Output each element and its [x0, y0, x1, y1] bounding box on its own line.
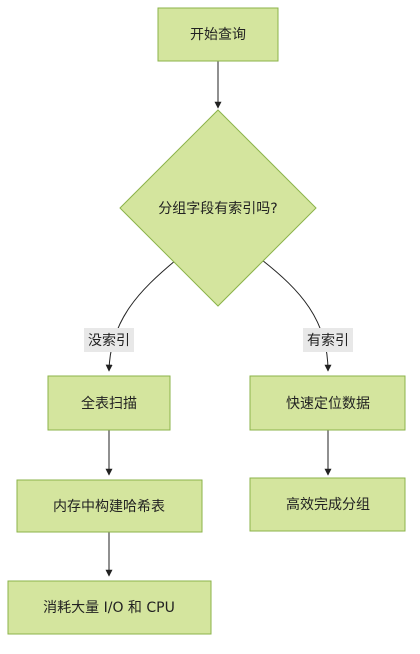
node-efficient-group-label: 高效完成分组 [286, 496, 370, 513]
node-full-scan-label: 全表扫描 [81, 395, 137, 412]
edge-decision-to-fast-locate [261, 259, 332, 372]
edge-label-no-index: 没索引 [84, 328, 134, 352]
node-decision-label: 分组字段有索引吗? [158, 200, 277, 217]
node-build-hash-label: 内存中构建哈希表 [53, 499, 165, 515]
node-fast-locate: 快速定位数据 [249, 375, 406, 431]
node-io-cpu: 消耗大量 I/O 和 CPU [7, 580, 212, 635]
edge-label-has-index-text: 有索引 [307, 332, 349, 349]
edge-label-has-index: 有索引 [303, 328, 353, 352]
node-decision: 分组字段有索引吗? [119, 109, 317, 307]
node-full-scan: 全表扫描 [47, 375, 171, 431]
node-start: 开始查询 [157, 7, 279, 62]
node-io-cpu-label: 消耗大量 I/O 和 CPU [43, 600, 175, 616]
node-fast-locate-label: 快速定位数据 [286, 396, 370, 412]
edge-label-no-index-text: 没索引 [88, 332, 130, 349]
edge-decision-to-full-scan [105, 259, 177, 372]
node-start-label: 开始查询 [190, 27, 246, 43]
node-efficient-group: 高效完成分组 [249, 477, 406, 532]
node-build-hash: 内存中构建哈希表 [16, 479, 203, 533]
